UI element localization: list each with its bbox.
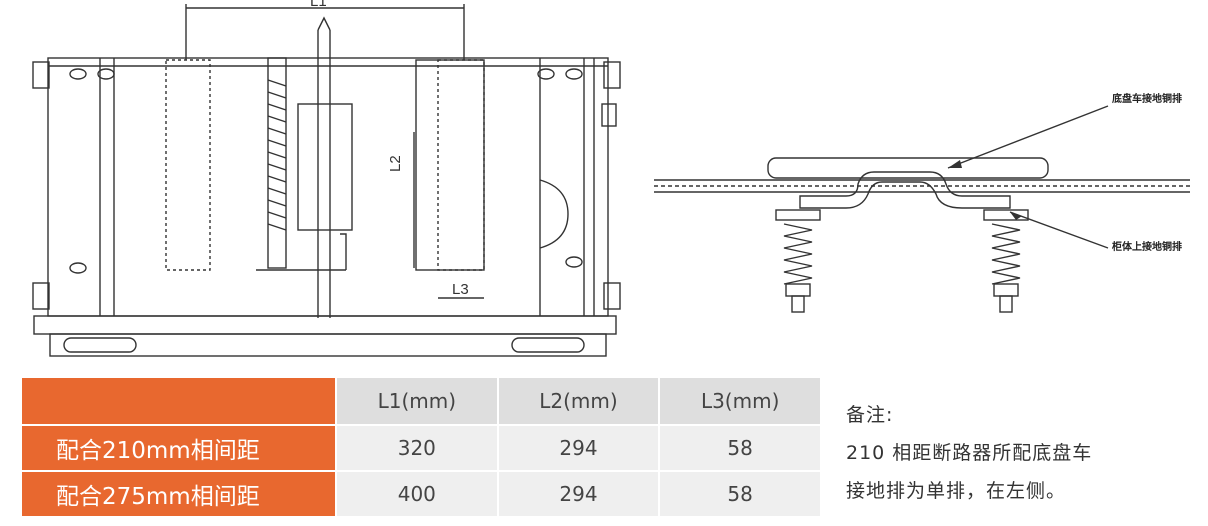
callout-cabinet-copper-bar: 柜体上接地铜排 xyxy=(1111,240,1182,253)
notes-line-1: 210 相距断路器所配底盘车 xyxy=(846,442,1093,464)
row-label-275: 配合275mm相间距 xyxy=(22,472,335,518)
dim-label-l3: L3 xyxy=(452,281,469,298)
notes-block: 备注: 210 相距断路器所配底盘车 接地排为单排，在左侧。 xyxy=(846,396,1196,510)
table-corner-cell xyxy=(22,378,335,426)
notes-title: 备注: xyxy=(846,404,894,426)
spec-table: L1(mm) L2(mm) L3(mm) 配合210mm相间距 320 294 … xyxy=(22,378,820,518)
table-row: 配合210mm相间距 320 294 58 xyxy=(22,426,820,472)
header-l3: L3(mm) xyxy=(658,378,820,426)
cell-210-l2: 294 xyxy=(496,426,659,472)
cell-210-l1: 320 xyxy=(335,426,497,472)
chassis-drawing: L1 L2 L3 xyxy=(32,0,621,357)
notes-line-2: 接地排为单排，在左侧。 xyxy=(846,480,1067,502)
row-label-210: 配合210mm相间距 xyxy=(22,426,335,472)
dim-label-l2: L2 xyxy=(387,155,404,172)
table-row: 配合275mm相间距 400 294 58 xyxy=(22,472,820,518)
header-l1: L1(mm) xyxy=(335,378,497,426)
table-header-row: L1(mm) L2(mm) L3(mm) xyxy=(22,378,820,426)
header-l2: L2(mm) xyxy=(496,378,659,426)
grounding-detail-drawing: 底盘车接地铜排 柜体上接地铜排 xyxy=(654,92,1190,313)
cell-275-l3: 58 xyxy=(658,472,820,518)
cell-275-l1: 400 xyxy=(335,472,497,518)
cell-275-l2: 294 xyxy=(496,472,659,518)
cell-210-l3: 58 xyxy=(658,426,820,472)
dim-label-l1: L1 xyxy=(310,0,327,10)
callout-chassis-copper-bar: 底盘车接地铜排 xyxy=(1112,92,1182,105)
